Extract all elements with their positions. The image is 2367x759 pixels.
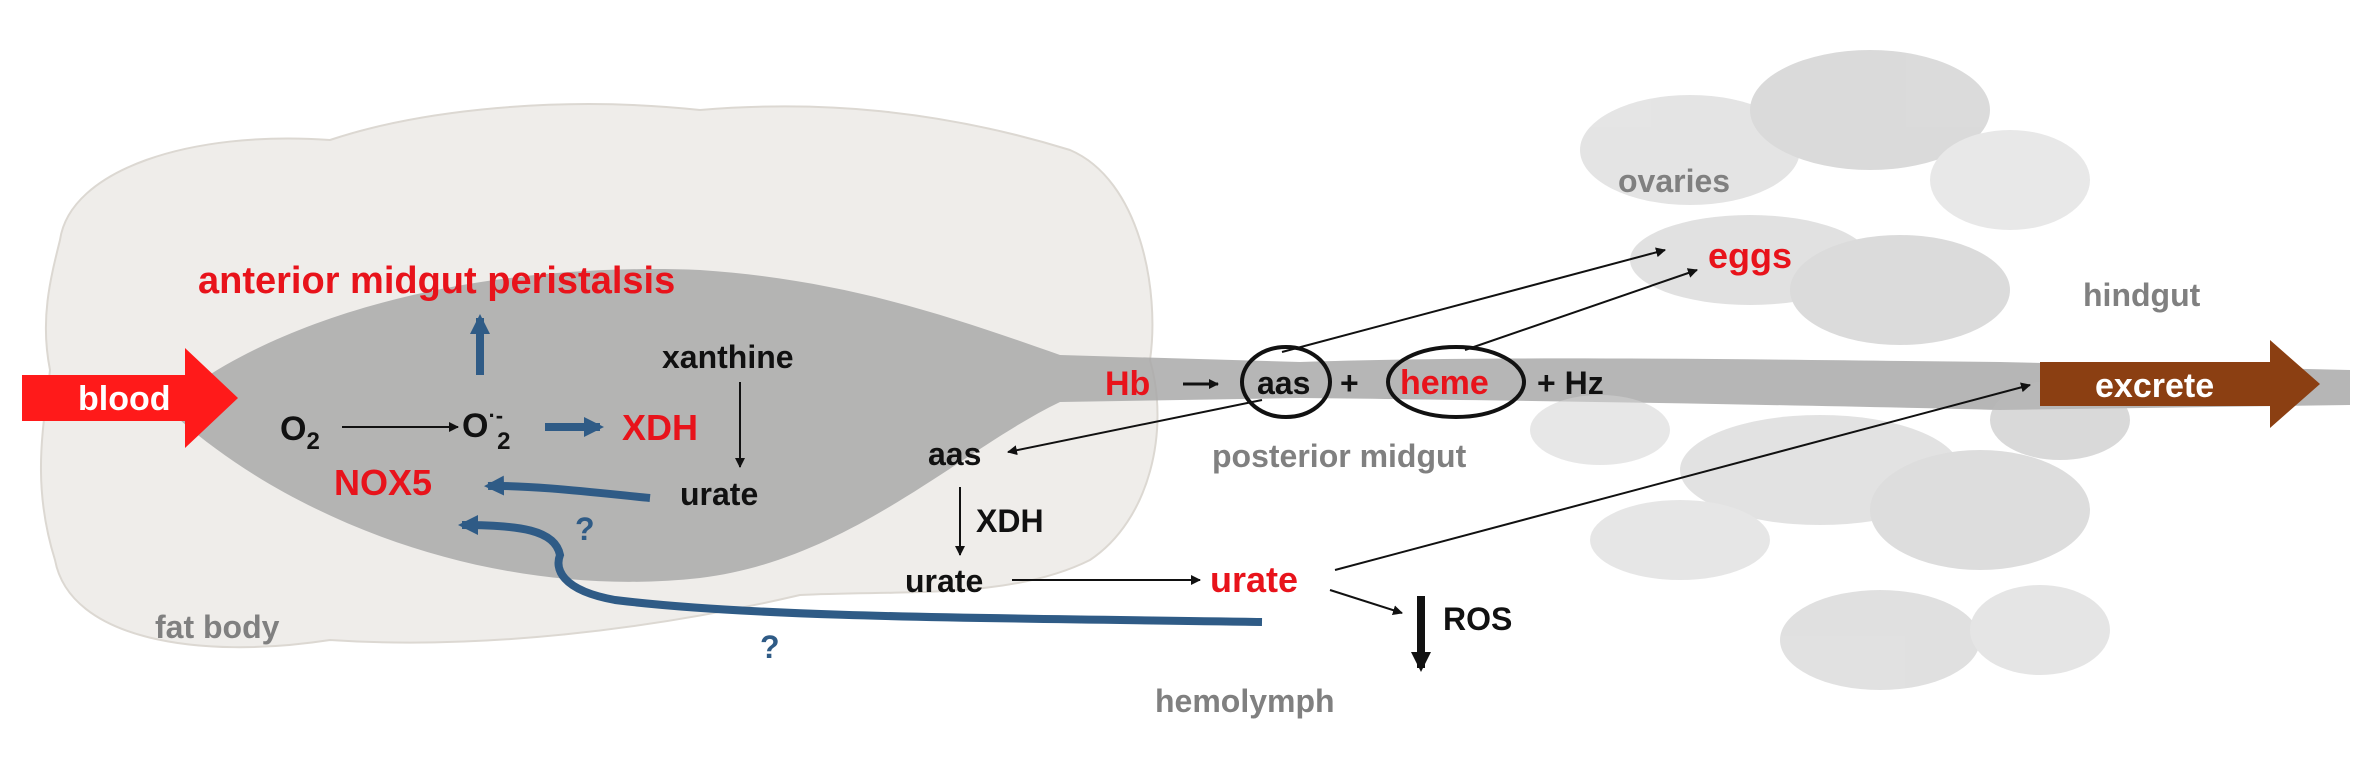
o2-subscript: 2: [306, 428, 319, 455]
ros-label: ROS: [1443, 601, 1512, 637]
xdh-black-label: XDH: [976, 503, 1044, 539]
o2-base: O: [280, 410, 306, 448]
aas-circled-label: aas: [1257, 365, 1310, 401]
plus-hz-label: + Hz: [1537, 365, 1604, 401]
posterior-midgut-label: posterior midgut: [1212, 438, 1467, 474]
blood-arrow: [22, 348, 238, 448]
question-mark-2: ?: [760, 629, 780, 665]
plus-label: +: [1340, 365, 1359, 401]
heme-to-eggs-arrow: [1464, 268, 1698, 351]
hemolymph-urate-to-nox5-arrow: [458, 515, 1263, 626]
superoxide-label: O·-2: [462, 403, 510, 455]
eggs-label: eggs: [1708, 235, 1792, 276]
aas-label: aas: [928, 436, 981, 472]
gut-tube: [180, 269, 2350, 582]
nox5-label: NOX5: [334, 462, 432, 503]
urate-black-label: urate: [905, 563, 983, 599]
superoxide-base: O: [462, 407, 488, 445]
excrete-label: excrete: [2095, 367, 2214, 405]
urate-red-label: urate: [1210, 559, 1298, 600]
aas-to-hemolymph-aas-arrow: [1007, 399, 1263, 456]
fat-body-label: fat body: [155, 609, 280, 645]
xdh-red-label: XDH: [622, 407, 698, 448]
urate-to-nox5-arrow: [484, 475, 651, 502]
excrete-arrow: [2040, 340, 2320, 428]
o2-label: O2: [280, 410, 320, 455]
question-mark-1: ?: [575, 511, 595, 547]
urate-to-ros-arrow: [1329, 589, 1403, 616]
xanthine-label: xanthine: [662, 339, 794, 375]
ovaries-label: ovaries: [1618, 163, 1730, 199]
aas-circle: [1240, 345, 1332, 419]
blood-label: blood: [78, 380, 171, 418]
hemolymph-label: hemolymph: [1155, 683, 1335, 719]
anterior-midgut-peristalsis-label: anterior midgut peristalsis: [198, 260, 675, 302]
heme-circle: [1386, 345, 1526, 419]
ovaries-tissue: [1530, 50, 2130, 690]
superoxide-superscript: ·-: [488, 403, 503, 428]
hindgut-label: hindgut: [2083, 277, 2201, 313]
urate-fatbody-label: urate: [680, 476, 758, 512]
aas-to-eggs-arrow: [1281, 247, 1666, 353]
hb-label: Hb: [1105, 365, 1150, 403]
heme-label: heme: [1400, 364, 1489, 402]
superoxide-subscript: 2: [497, 428, 510, 455]
urate-to-excrete-arrow: [1334, 382, 2031, 571]
